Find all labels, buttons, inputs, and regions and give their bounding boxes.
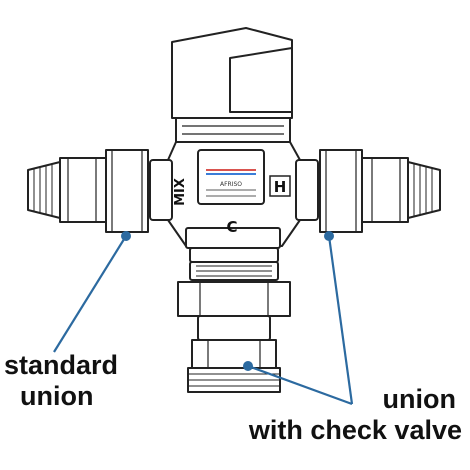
standard-union-label-line2: union [20, 381, 94, 412]
hot-port-box [269, 175, 291, 197]
leader-standard-union [53, 235, 127, 353]
left-standard-union [27, 149, 173, 233]
leader-lines [53, 235, 354, 406]
leader-dots [121, 231, 334, 371]
valve-handle [171, 27, 293, 143]
check-valve-union-label-line2: with check valve [248, 415, 462, 446]
leader-right-union [327, 235, 354, 405]
valve-brand-text: AFRISO [220, 181, 242, 188]
standard-union-label-line1: standard [4, 350, 119, 380]
leader-bottom-union [247, 364, 353, 406]
right-check-valve-union [295, 149, 441, 233]
mix-port-letter: MIX [173, 178, 188, 206]
dot-bottom-union [243, 361, 253, 371]
bottom-check-valve-union [177, 261, 291, 393]
standard-union-label: standard union [4, 350, 118, 412]
dot-right-union [324, 231, 334, 241]
dot-standard-union [121, 231, 131, 241]
check-valve-union-label: union with check valve [222, 384, 462, 446]
hot-port-letter: H [274, 178, 287, 196]
cold-port-letter: C [226, 218, 237, 236]
check-valve-union-label-line1: union [382, 384, 456, 414]
